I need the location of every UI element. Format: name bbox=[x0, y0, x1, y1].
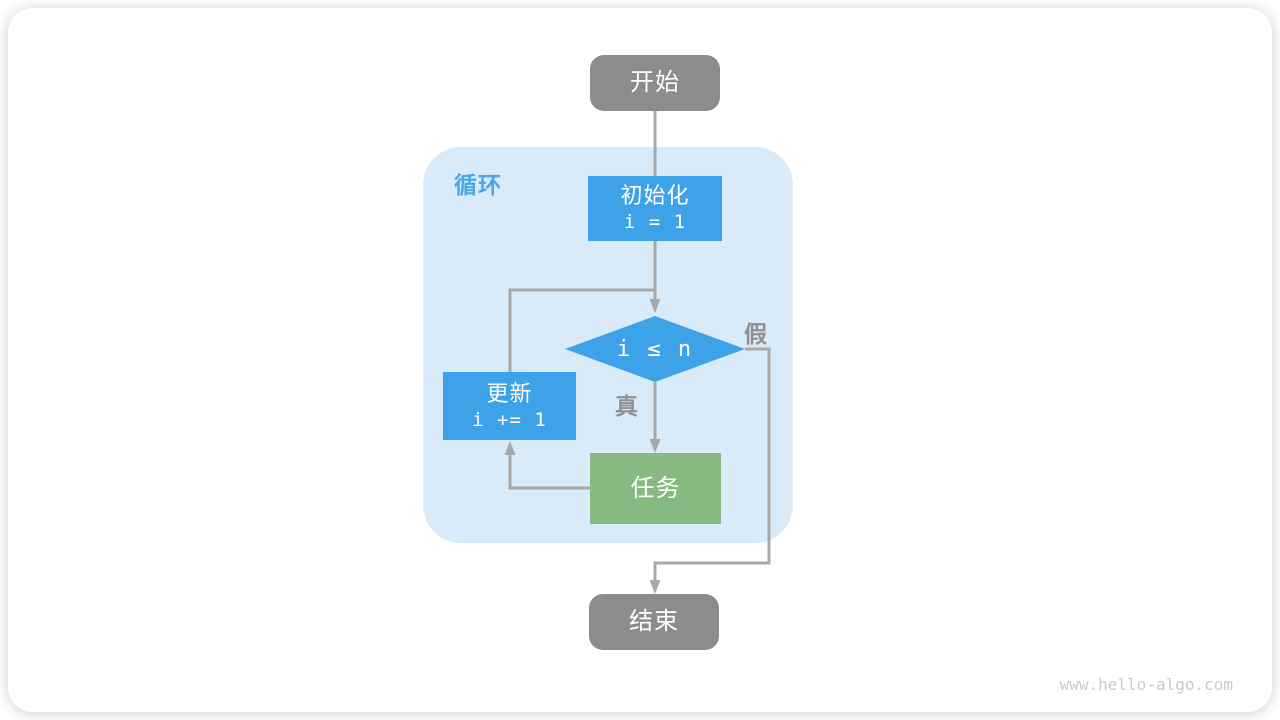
connector-condition-false-to-end bbox=[649, 347, 771, 594]
node-update-code: i += 1 bbox=[472, 408, 547, 431]
connector-task-to-update bbox=[504, 441, 590, 490]
node-initialize-label: 初始化 bbox=[620, 183, 690, 208]
node-start-label: 开始 bbox=[630, 69, 680, 96]
node-start: 开始 bbox=[590, 55, 720, 111]
node-update: 更新 i += 1 bbox=[443, 372, 576, 440]
node-end: 结束 bbox=[589, 594, 719, 650]
watermark: www.hello-algo.com bbox=[1059, 675, 1233, 694]
connector-update-to-junction bbox=[508, 288, 657, 372]
node-update-label: 更新 bbox=[486, 380, 533, 406]
branch-true-label: 真 bbox=[615, 393, 638, 419]
node-initialize-code: i = 1 bbox=[623, 211, 687, 233]
branch-false-label: 假 bbox=[744, 321, 767, 347]
node-task: 任务 bbox=[590, 453, 721, 524]
node-initialize: 初始化 i = 1 bbox=[588, 176, 722, 241]
loop-region-label: 循环 bbox=[454, 172, 502, 198]
node-task-label: 任务 bbox=[630, 474, 681, 502]
condition-expression: i ≤ n bbox=[616, 336, 694, 362]
node-end-label: 结束 bbox=[629, 608, 679, 635]
condition-diamond bbox=[565, 316, 745, 382]
